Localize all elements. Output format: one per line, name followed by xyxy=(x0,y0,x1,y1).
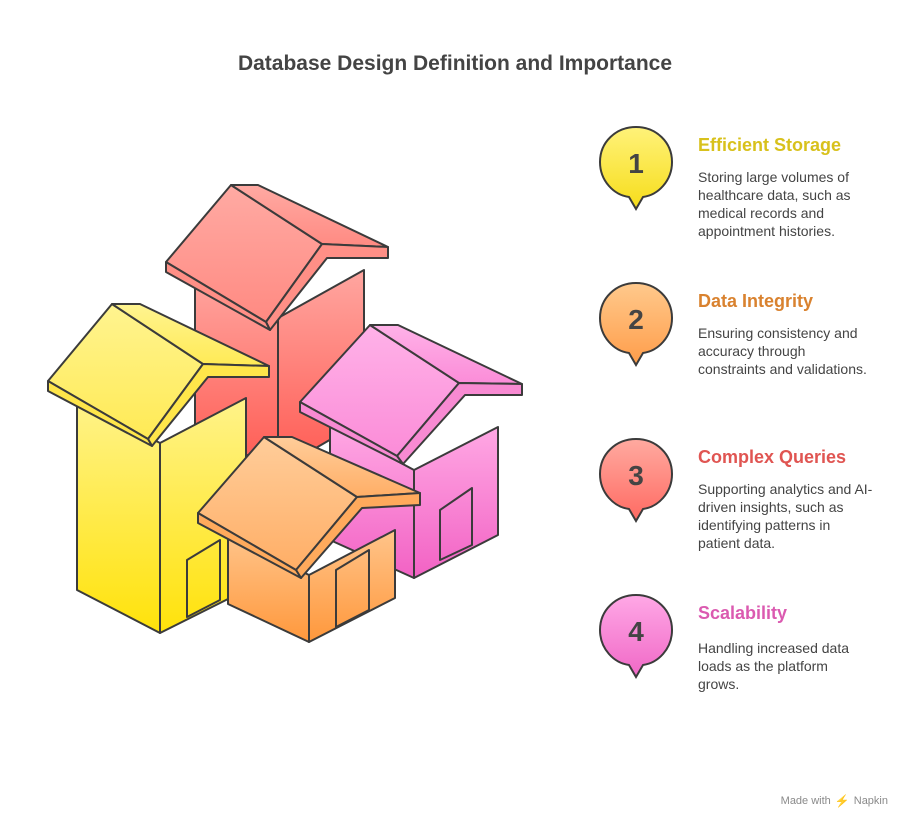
napkin-brand: Napkin xyxy=(853,795,888,807)
item-4-description: Handling increased data loads as the pla… xyxy=(698,640,849,692)
footer-credit: Made with ⚡ Napkin xyxy=(781,794,888,808)
marker-2-icon: 2 xyxy=(598,281,674,367)
marker-3-number: 3 xyxy=(628,460,644,491)
marker-1-number: 1 xyxy=(628,148,644,179)
orange-house xyxy=(197,436,421,643)
item-2-title: Data Integrity xyxy=(698,291,814,311)
marker-4-number: 4 xyxy=(628,616,644,647)
item-3-description: Supporting analytics and AI-driven insig… xyxy=(698,481,873,551)
item-1-title: Efficient Storage xyxy=(698,135,842,155)
napkin-logo-icon: ⚡ xyxy=(834,794,850,808)
marker-3-icon: 3 xyxy=(598,437,674,523)
marker-2-number: 2 xyxy=(628,304,644,335)
made-with-label: Made with xyxy=(780,795,831,807)
red-house xyxy=(165,184,389,471)
marker-4-icon: 4 xyxy=(598,593,674,679)
item-4-title: Scalability xyxy=(698,603,788,623)
item-1-description: Storing large volumes of healthcare data… xyxy=(698,169,851,239)
page-title: Database Design Definition and Importanc… xyxy=(237,52,673,75)
marker-1-icon: 1 xyxy=(598,125,674,211)
item-3-title: Complex Queries xyxy=(698,447,847,467)
item-2-description: Ensuring consistency and accuracy throug… xyxy=(698,325,867,377)
